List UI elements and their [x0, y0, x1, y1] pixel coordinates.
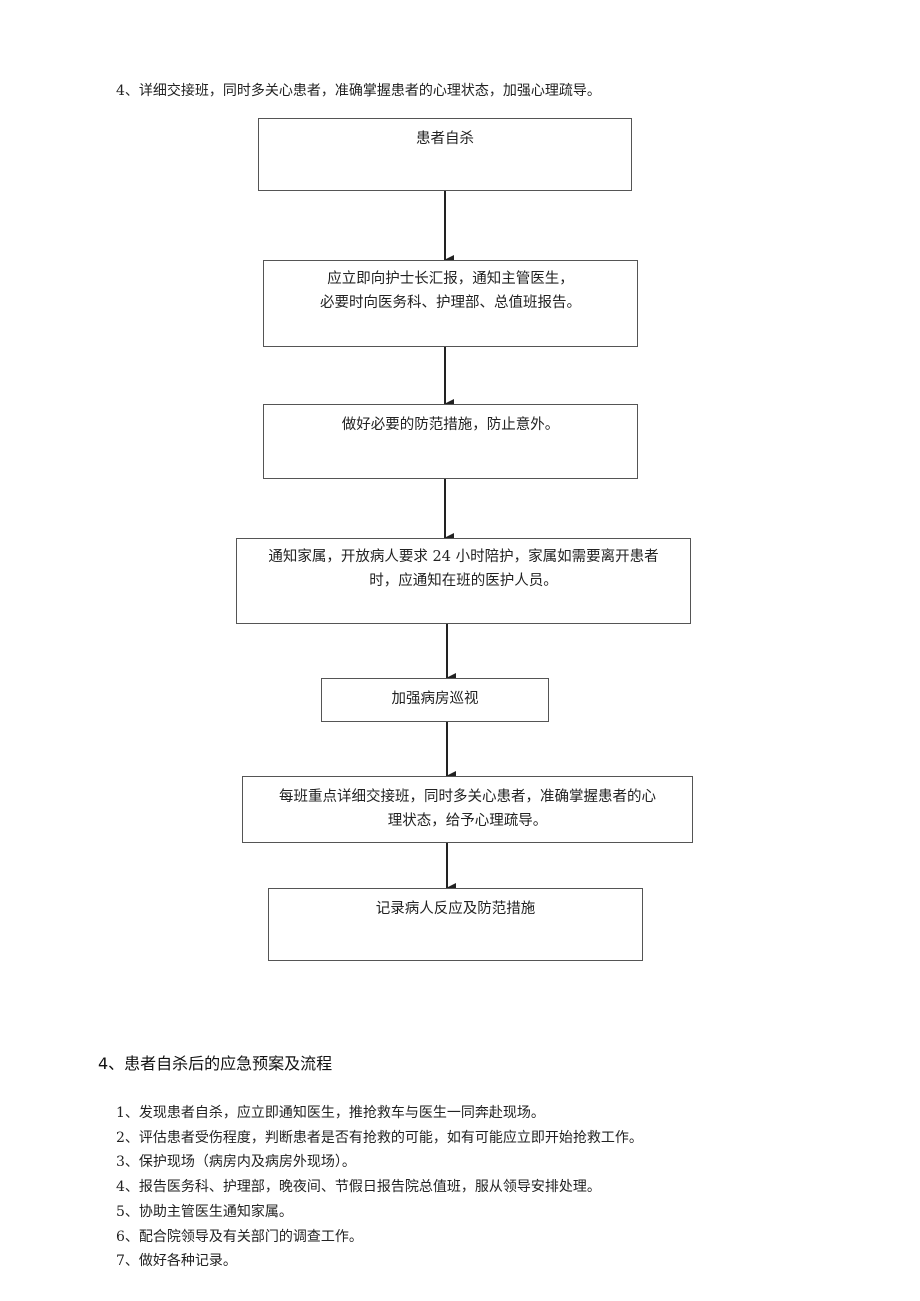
list-item: 6、配合院领导及有关部门的调查工作。	[116, 1228, 363, 1245]
flow-box-prevent: 做好必要的防范措施，防止意外。	[263, 404, 638, 479]
list-item: 4、报告医务科、护理部，晚夜间、节假日报告院总值班，服从领导安排处理。	[116, 1179, 601, 1196]
flow-box-line: 每班重点详细交接班，同时多关心患者，准确掌握患者的心	[279, 789, 656, 805]
flow-box-line: 应立即向护士长汇报，通知主管医生，	[327, 271, 574, 287]
flow-box-line: 理状态，给予心理疏导。	[387, 813, 548, 829]
list-item: 1、发现患者自杀，应立即通知医生，推抢救车与医生一同奔赴现场。	[116, 1105, 545, 1121]
intro-line: 4、详细交接班，同时多关心患者，准确掌握患者的心理状态，加强心理疏导。	[116, 83, 601, 99]
flow-box-handover: 每班重点详细交接班，同时多关心患者，准确掌握患者的心 理状态，给予心理疏导。	[242, 776, 693, 843]
flow-box-line: 必要时向医务科、护理部、总值班报告。	[320, 295, 581, 311]
flow-box-line: 加强病房巡视	[391, 691, 479, 707]
list-item: 5、协助主管医生通知家属。	[116, 1203, 293, 1220]
flow-box-suicide: 患者自杀	[258, 118, 632, 191]
flow-box-notify-family: 通知家属，开放病人要求 24 小时陪护，家属如需要离开患者 时，应通知在班的医护…	[236, 538, 691, 624]
flow-box-line: 患者自杀	[416, 131, 474, 147]
list-item: 7、做好各种记录。	[116, 1253, 237, 1270]
list-item: 3、保护现场（病房内及病房外现场）。	[116, 1154, 356, 1171]
steps-list: 1、发现患者自杀，应立即通知医生，推抢救车与医生一同奔赴现场。 2、评估患者受伤…	[116, 1101, 643, 1274]
flow-box-patrol: 加强病房巡视	[321, 678, 549, 722]
flow-box-line: 记录病人反应及防范措施	[375, 901, 536, 917]
flow-box-line: 通知家属，开放病人要求 24 小时陪护，家属如需要离开患者	[268, 549, 659, 565]
flow-box-report: 应立即向护士长汇报，通知主管医生， 必要时向医务科、护理部、总值班报告。	[263, 260, 638, 347]
list-item: 2、评估患者受伤程度，判断患者是否有抢救的可能，如有可能应立即开始抢救工作。	[116, 1129, 643, 1146]
flow-box-line: 做好必要的防范措施，防止意外。	[341, 417, 560, 433]
flow-box-line: 时，应通知在班的医护人员。	[369, 573, 558, 589]
flow-box-record: 记录病人反应及防范措施	[268, 888, 643, 961]
section-title: 4、患者自杀后的应急预案及流程	[98, 1054, 333, 1073]
